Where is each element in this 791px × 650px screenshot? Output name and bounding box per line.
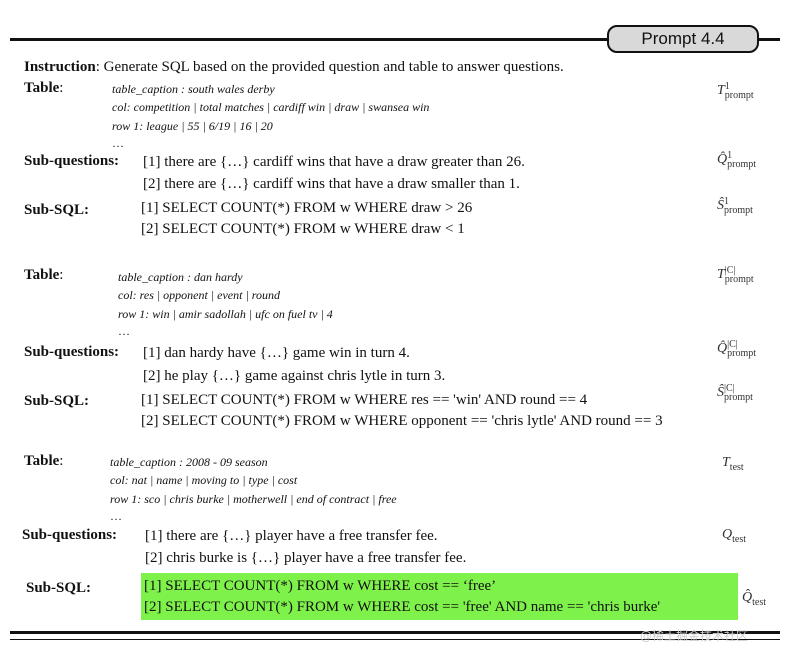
instruction-line: Instruction: Generate SQL based on the p… <box>24 59 564 76</box>
subquestion-2: [2] there are {…} cardiff wins that have… <box>143 176 520 192</box>
subsql-2: [2] SELECT COUNT(*) FROM w WHERE cost ==… <box>144 599 661 615</box>
table-row: row 1: win | amir sadollah | ufc on fuel… <box>118 307 333 321</box>
table-label: Table: <box>24 80 64 96</box>
symbol-t-prompt-c: T|C|prompt <box>717 265 754 285</box>
table-col: col: res | opponent | event | round <box>118 288 280 302</box>
table-ellipsis: … <box>112 136 124 150</box>
subsql-label: Sub-SQL: <box>24 202 90 218</box>
table-col: col: competition | total matches | cardi… <box>112 100 430 114</box>
subsql-label: Sub-SQL: <box>24 393 90 409</box>
table-ellipsis: … <box>118 324 130 338</box>
subsql-2: [2] SELECT COUNT(*) FROM w WHERE opponen… <box>141 413 663 429</box>
subquestion-1: [1] dan hardy have {…} game win in turn … <box>143 345 410 361</box>
subquestion-2: [2] chris burke is {…} player have a fre… <box>145 550 467 566</box>
subsql-1: [1] SELECT COUNT(*) FROM w WHERE res == … <box>141 392 588 408</box>
symbol-q-prompt-c: Q̂|C|prompt <box>717 339 757 359</box>
symbol-t-test: Ttest <box>722 455 744 473</box>
top-rule <box>10 38 780 41</box>
table-row: row 1: sco | chris burke | motherwell | … <box>110 492 397 506</box>
table-col: col: nat | name | moving to | type | cos… <box>110 473 298 487</box>
bottom-rule-thin <box>10 639 780 640</box>
symbol-q-test: Qtest <box>722 527 747 545</box>
table-caption: table_caption : dan hardy <box>118 270 243 284</box>
subquestions-label: Sub-questions: <box>22 527 118 543</box>
symbol-s-prompt-c: Ŝ|C|prompt <box>717 383 753 403</box>
subquestion-2: [2] he play {…} game against chris lytle… <box>143 368 446 384</box>
table-caption: table_caption : south wales derby <box>112 82 275 96</box>
subsql-2: [2] SELECT COUNT(*) FROM w WHERE draw < … <box>141 221 465 237</box>
instruction-label: Instruction <box>24 59 96 75</box>
prompt-badge: Prompt 4.4 <box>607 25 759 53</box>
subsql-1: [1] SELECT COUNT(*) FROM w WHERE cost ==… <box>144 578 497 594</box>
subsql-label: Sub-SQL: <box>26 580 92 596</box>
subquestion-1: [1] there are {…} cardiff wins that have… <box>143 154 525 170</box>
subquestions-label: Sub-questions: <box>24 344 120 360</box>
table-caption: table_caption : 2008 - 09 season <box>110 455 268 469</box>
subsql-1: [1] SELECT COUNT(*) FROM w WHERE draw > … <box>141 200 473 216</box>
instruction-text: : Generate SQL based on the provided que… <box>95 59 564 75</box>
answer-highlight <box>141 573 738 620</box>
table-label: Table: <box>24 453 64 469</box>
table-row: row 1: league | 55 | 6/19 | 16 | 20 <box>112 119 273 133</box>
subquestions-label: Sub-questions: <box>24 153 120 169</box>
watermark: @稀土掘金技术社区 <box>640 629 749 643</box>
subquestion-1: [1] there are {…} player have a free tra… <box>145 528 438 544</box>
bottom-rule <box>10 631 780 634</box>
table-ellipsis: … <box>110 509 122 523</box>
table-label: Table: <box>24 267 64 283</box>
symbol-qhat-test: Q̂test <box>742 590 767 608</box>
